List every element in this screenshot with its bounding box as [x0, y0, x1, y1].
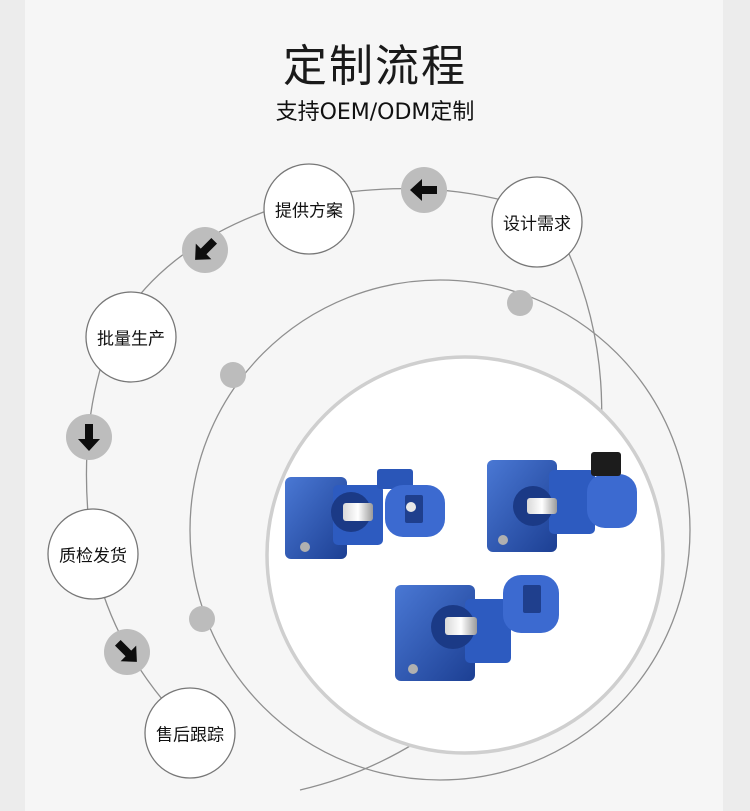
ring-dot	[507, 290, 533, 316]
gear-motor-icon	[395, 575, 559, 681]
middle-ring	[189, 279, 691, 781]
page-title: 定制流程	[283, 41, 467, 92]
step-label-production: 批量生产	[97, 329, 165, 350]
inner-ring	[265, 355, 665, 755]
arrow-down-right-icon	[104, 629, 150, 675]
step-label-inspection: 质检发货	[59, 546, 127, 567]
step-circle-production	[85, 291, 177, 383]
arrow-down-left-icon	[182, 227, 228, 273]
step-label-proposal: 提供方案	[275, 201, 343, 222]
step-label-aftersales: 售后跟踪	[156, 725, 224, 746]
ring-dot	[189, 606, 215, 632]
gear-motor-icon	[487, 452, 637, 552]
ring-dot	[220, 362, 246, 388]
arrow-down-icon	[66, 414, 112, 460]
step-circle-aftersales	[144, 687, 236, 779]
arrow-left-icon	[401, 167, 447, 213]
step-label-design: 设计需求	[503, 214, 571, 235]
page-subtitle: 支持OEM/ODM定制	[275, 100, 475, 125]
step-circle-inspection	[47, 508, 139, 600]
step-circle-design	[491, 176, 583, 268]
step-circle-proposal	[263, 163, 355, 255]
gear-motor-icon	[285, 469, 445, 559]
